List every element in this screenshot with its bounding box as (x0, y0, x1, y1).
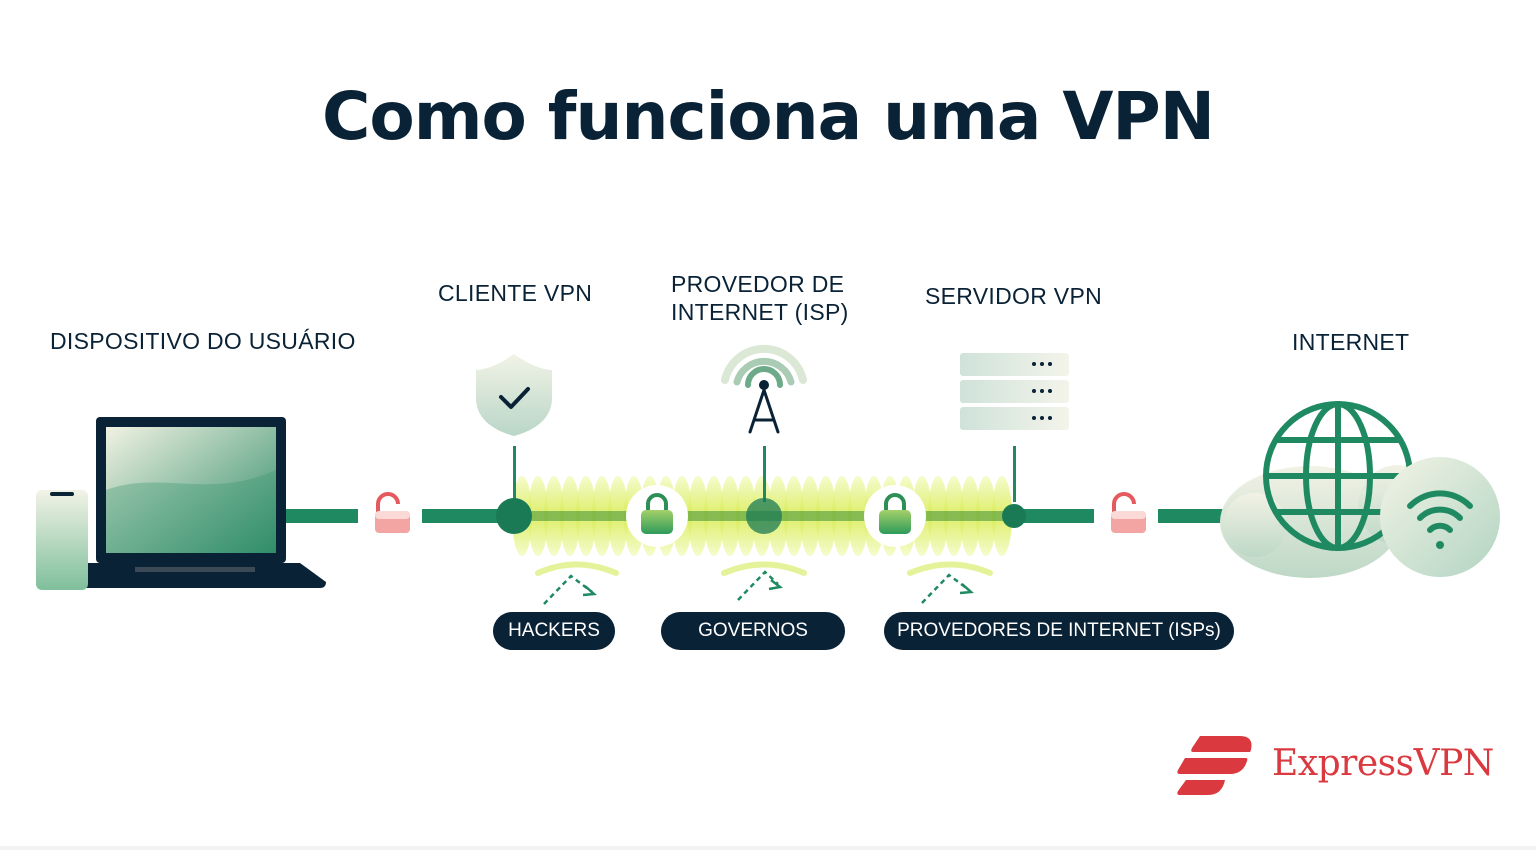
observer-pill-governments: GOVERNOS (661, 612, 845, 650)
unlocked-padlock-icon (1111, 492, 1146, 533)
deflection-arrows-hackers (535, 561, 619, 605)
wifi-icon (1380, 457, 1500, 577)
unlocked-padlock-icon (375, 492, 410, 533)
device-label: DISPOSITIVO DO USUÁRIO (50, 328, 356, 354)
connection-line-left (285, 509, 512, 523)
deflection-arrows-governments (721, 561, 807, 601)
isp-node (746, 498, 782, 534)
shield-check-icon (476, 354, 552, 436)
client-node (496, 498, 532, 534)
isp-label-line2: INTERNET (ISP) (671, 299, 849, 325)
vpn-client-label: CLIENTE VPN (438, 280, 593, 306)
vpn-server-label: SERVIDOR VPN (925, 283, 1102, 309)
client-stem (513, 446, 516, 502)
server-node (1002, 504, 1026, 528)
isp-tower-icon (721, 344, 807, 434)
internet-label: INTERNET (1292, 329, 1410, 355)
locked-padlock-icon (864, 485, 926, 547)
smartphone-icon (36, 490, 88, 590)
locked-padlock-icon (626, 485, 688, 547)
expressvpn-logo-text: ExpressVPN (1272, 743, 1494, 784)
server-stem (1013, 446, 1016, 502)
connection-line-right (1016, 509, 1228, 523)
expressvpn-logo-icon (1177, 736, 1252, 795)
observer-pill-isps: PROVEDORES DE INTERNET (ISPs) (884, 612, 1234, 650)
laptop-icon (58, 417, 326, 588)
isp-stem (763, 446, 766, 502)
bottom-divider (0, 846, 1536, 850)
page-title: Como funciona uma VPN (321, 78, 1215, 155)
deflection-arrows-isps (907, 561, 993, 604)
server-icon (960, 353, 1069, 430)
observer-pill-hackers: HACKERS (493, 612, 615, 650)
isp-label-line1: PROVEDOR DE (671, 271, 845, 297)
